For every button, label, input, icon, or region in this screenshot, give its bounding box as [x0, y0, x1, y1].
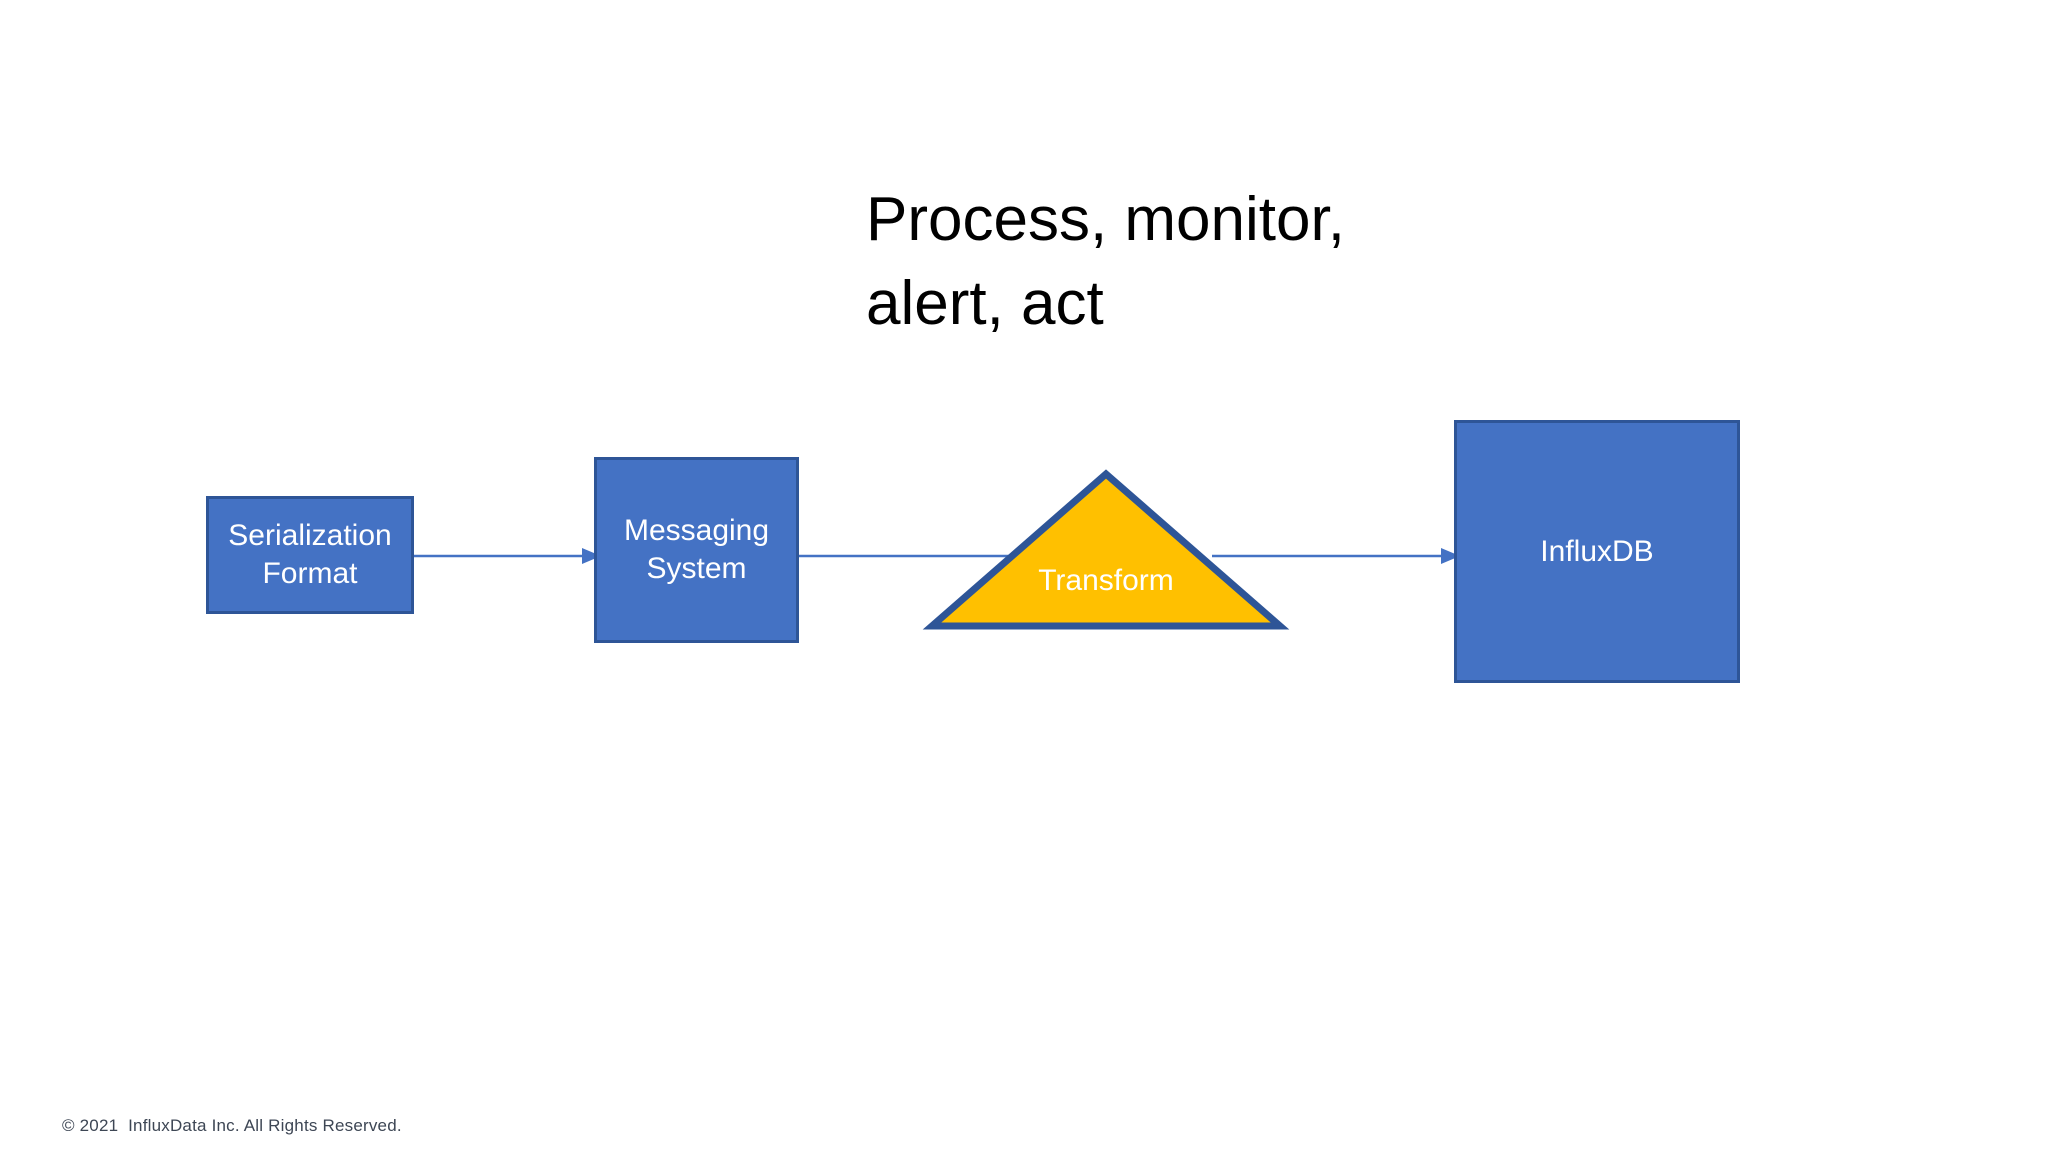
triangle-shape	[922, 469, 1290, 630]
connector-serialization-to-messaging	[411, 544, 601, 568]
node-serialization-format[interactable]: Serialization Format	[206, 496, 414, 614]
page-title: Process, monitor, alert, act	[866, 185, 1345, 338]
node-transform[interactable]: Transform	[922, 469, 1290, 630]
node-messaging-system[interactable]: Messaging System	[594, 457, 799, 643]
node-influxdb[interactable]: InfluxDB	[1454, 420, 1740, 683]
footer-copyright: © 2021 InfluxData Inc. All Rights Reserv…	[62, 1116, 402, 1135]
connector-transform-to-influxdb	[1212, 544, 1460, 568]
